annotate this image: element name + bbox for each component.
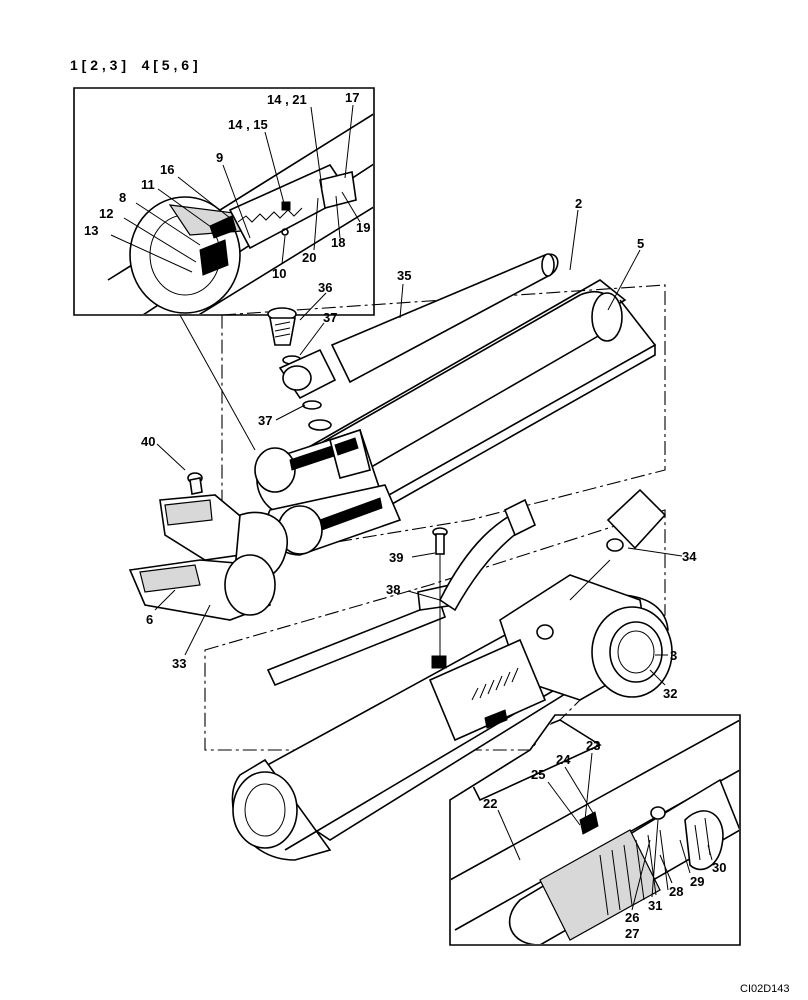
callout-36: 36 <box>318 280 332 295</box>
callout-27: 27 <box>625 926 639 941</box>
callout-38: 38 <box>386 582 400 597</box>
callout-32: 32 <box>663 686 677 701</box>
callout-33: 33 <box>172 656 186 671</box>
leader-lines <box>154 209 683 686</box>
callout-18: 18 <box>331 235 345 250</box>
callout-5: 5 <box>637 236 644 251</box>
callout-8: 8 <box>119 190 126 205</box>
callout-37-upper: 37 <box>323 310 337 325</box>
callout-26: 26 <box>625 910 639 925</box>
callout-12: 12 <box>99 206 113 221</box>
callout-29: 29 <box>690 874 704 889</box>
callout-16: 16 <box>160 162 174 177</box>
callout-34: 34 <box>682 549 697 564</box>
assembly-header: 1 [ 2 , 3 ] 4 [ 5 , 6 ] <box>70 57 198 73</box>
callout-9: 9 <box>216 150 223 165</box>
piston-rod-assembly <box>128 253 666 621</box>
callout-11: 11 <box>141 177 155 192</box>
inset-leader-line-a <box>179 314 256 451</box>
callout-6: 6 <box>146 612 153 627</box>
drawing-code: CI02D143 <box>740 983 790 995</box>
callout-31: 31 <box>648 898 662 913</box>
callout-3: 3 <box>670 648 677 663</box>
callout-39: 39 <box>389 550 403 565</box>
callout-35: 35 <box>397 268 411 283</box>
callout-22: 22 <box>483 796 497 811</box>
callout-2: 2 <box>575 196 582 211</box>
callout-28: 28 <box>669 884 683 899</box>
callout-14-21: 14 , 21 <box>267 92 307 107</box>
callout-40: 40 <box>141 434 155 449</box>
callout-20: 20 <box>302 250 316 265</box>
callout-14-15: 14 , 15 <box>228 117 268 132</box>
callout-17: 17 <box>345 90 359 105</box>
callout-10: 10 <box>272 266 286 281</box>
callout-13: 13 <box>84 223 98 238</box>
cylinder-tube-assembly <box>204 488 673 861</box>
callout-23: 23 <box>586 738 600 753</box>
callout-24: 24 <box>556 752 571 767</box>
piston-detail-inset <box>449 714 741 946</box>
callout-37-lower: 37 <box>258 413 272 428</box>
callout-25: 25 <box>531 767 545 782</box>
callout-19: 19 <box>356 220 370 235</box>
piston-rod-detail-inset <box>73 87 375 316</box>
callout-30: 30 <box>712 860 726 875</box>
callout-labels: 17 14 , 21 14 , 15 9 16 11 8 12 13 10 20… <box>84 90 726 941</box>
